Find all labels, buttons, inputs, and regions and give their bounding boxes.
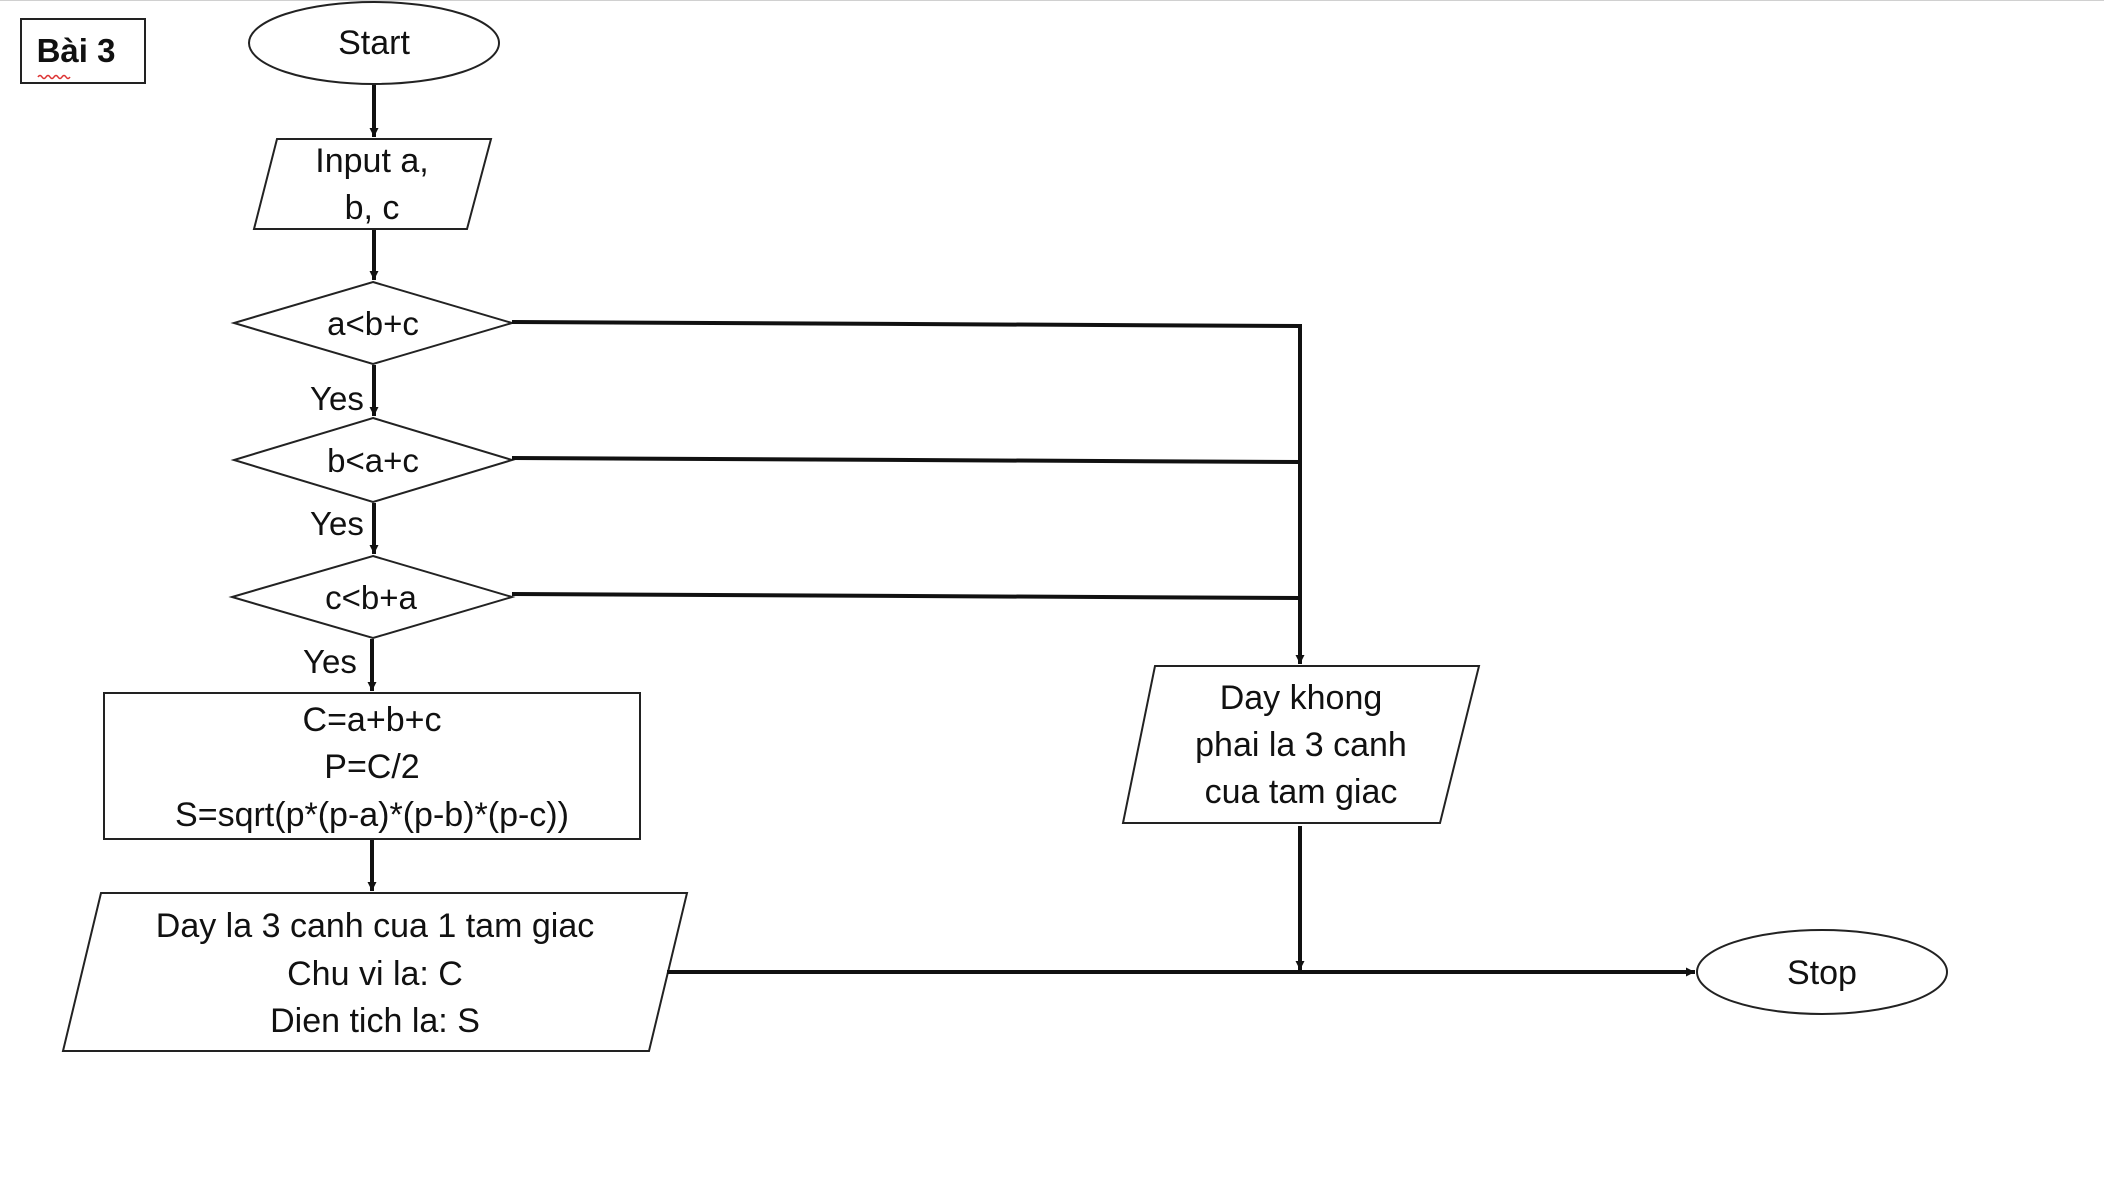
output-yes-line1: Day la 3 canh cua 1 tam giac: [156, 907, 594, 945]
stop-node: Stop: [1696, 929, 1948, 1015]
output-no-node: Day khong phai la 3 canh cua tam giac: [1121, 665, 1481, 824]
output-no-line3: cua tam giac: [1205, 773, 1398, 811]
branch-cond1-no: [511, 320, 1301, 328]
process-line3: S=sqrt(p*(p-a)*(p-b)*(p-c)): [175, 796, 569, 834]
process-node: C=a+b+c P=C/2 S=sqrt(p*(p-a)*(p-b)*(p-c)…: [103, 692, 641, 840]
output-yes-line2: Chu vi la: C: [287, 955, 463, 993]
process-line1: C=a+b+c: [303, 701, 442, 739]
stop-label: Stop: [1787, 954, 1857, 992]
input-node: Input a, b, c: [252, 138, 493, 230]
output-no-line2: phai la 3 canh: [1195, 726, 1407, 764]
yes-label-2: Yes: [310, 505, 364, 542]
title-box: Bài 3: [20, 18, 146, 84]
output-no-line1: Day khong: [1220, 679, 1383, 717]
yes-label-1: Yes: [310, 380, 364, 417]
output-yes-node: Day la 3 canh cua 1 tam giac Chu vi la: …: [61, 892, 689, 1052]
start-label: Start: [338, 24, 410, 62]
branch-cond2-no: [511, 456, 1301, 464]
output-yes-line3: Dien tich la: S: [270, 1002, 480, 1040]
title-label: Bài 3: [37, 32, 116, 69]
branch-cond3-no: [511, 592, 1301, 600]
yes-label-3: Yes: [303, 643, 357, 680]
input-label-line1: Input a,: [315, 142, 428, 180]
condition-3-node: c<b+a: [228, 554, 516, 640]
condition-3-label: c<b+a: [325, 579, 417, 616]
input-label-line2: b, c: [345, 189, 400, 227]
process-line2: P=C/2: [324, 748, 419, 786]
spellcheck-underline: [37, 74, 71, 80]
condition-1-node: a<b+c: [230, 280, 516, 366]
start-node: Start: [248, 1, 500, 85]
top-border-line: [0, 0, 2104, 1]
condition-2-node: b<a+c: [230, 416, 516, 504]
condition-2-label: b<a+c: [327, 442, 419, 479]
condition-1-label: a<b+c: [327, 305, 419, 342]
